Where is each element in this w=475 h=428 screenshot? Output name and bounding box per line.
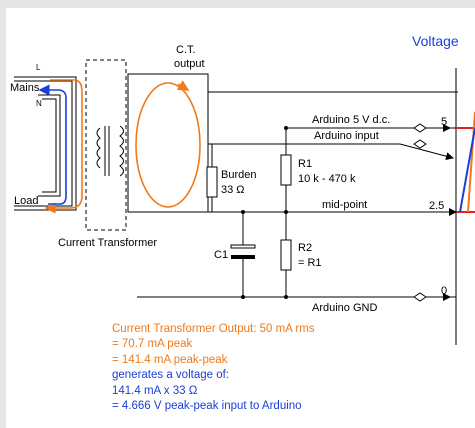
ct-secondary-winding (119, 125, 124, 177)
note-generates: generates a voltage of: (112, 369, 229, 382)
label-current-transformer: Current Transformer (58, 237, 157, 249)
ct-primary-winding (96, 127, 101, 169)
label-r2-2: = R1 (298, 257, 322, 269)
label-ct-output-1: C.T. (176, 44, 196, 56)
tick-2-5-label: 2.5 (429, 200, 444, 212)
terminal-arduino-input (413, 139, 427, 149)
label-L: L (36, 63, 41, 72)
voltage-title: Voltage (412, 33, 459, 49)
resistor-r2 (280, 239, 292, 271)
label-mid-point: mid-point (322, 199, 367, 211)
label-burden-1: Burden (221, 169, 256, 181)
label-r1-2: 10 k - 470 k (298, 173, 356, 185)
label-arduino-5v: Arduino 5 V d.c. (312, 114, 390, 126)
conductor-N-inner (42, 98, 57, 193)
label-c1: C1 (214, 249, 228, 261)
resistor-r1 (280, 154, 292, 186)
terminal-5v (413, 123, 427, 133)
ct-current-loop (135, 82, 201, 208)
mains-current-orange (44, 79, 83, 214)
note-peak-peak: = 141.4 mA peak-peak (112, 353, 228, 366)
label-mains: Mains (10, 82, 40, 94)
label-ct-output-2: output (174, 58, 205, 70)
ct-secondary-box (127, 73, 209, 213)
label-r2-1: R2 (298, 242, 312, 254)
diagram-panel (6, 8, 475, 428)
tick-5-label: 5 (441, 116, 447, 128)
note-result: = 4.666 V peak-peak input to Arduino (112, 400, 302, 413)
junction-gnd-c1 (241, 295, 245, 299)
tick-0-label: 0 (441, 285, 447, 297)
junction-gnd-r2 (284, 295, 288, 299)
label-N: N (36, 99, 42, 108)
arrow-arduino-input (399, 143, 454, 161)
c1-plate-bottom (231, 255, 255, 259)
conductor-N-outer (38, 94, 61, 197)
waveform-blue (459, 127, 475, 213)
label-arduino-input: Arduino input (314, 130, 379, 142)
return-current-blue (38, 84, 67, 205)
waveform-orange (467, 111, 475, 213)
note-calc: 141.4 mA x 33 Ω (112, 384, 198, 397)
label-load: Load (14, 195, 38, 207)
label-arduino-gnd: Arduino GND (312, 302, 377, 314)
burden-resistor (206, 166, 218, 198)
label-r1-1: R1 (298, 158, 312, 170)
conductor-L-inner (14, 80, 73, 207)
c1-plate-top (230, 244, 256, 249)
ct-dashed-box (85, 59, 127, 231)
note-peak: = 70.7 mA peak (112, 338, 193, 351)
label-burden-2: 33 Ω (221, 184, 245, 196)
note-ct-output: Current Transformer Output: 50 mA rms (112, 323, 315, 335)
ct-current-arrow (176, 80, 190, 91)
terminal-gnd (413, 292, 427, 302)
explanation-notes: Current Transformer Output: 50 mA rms = … (112, 322, 315, 414)
